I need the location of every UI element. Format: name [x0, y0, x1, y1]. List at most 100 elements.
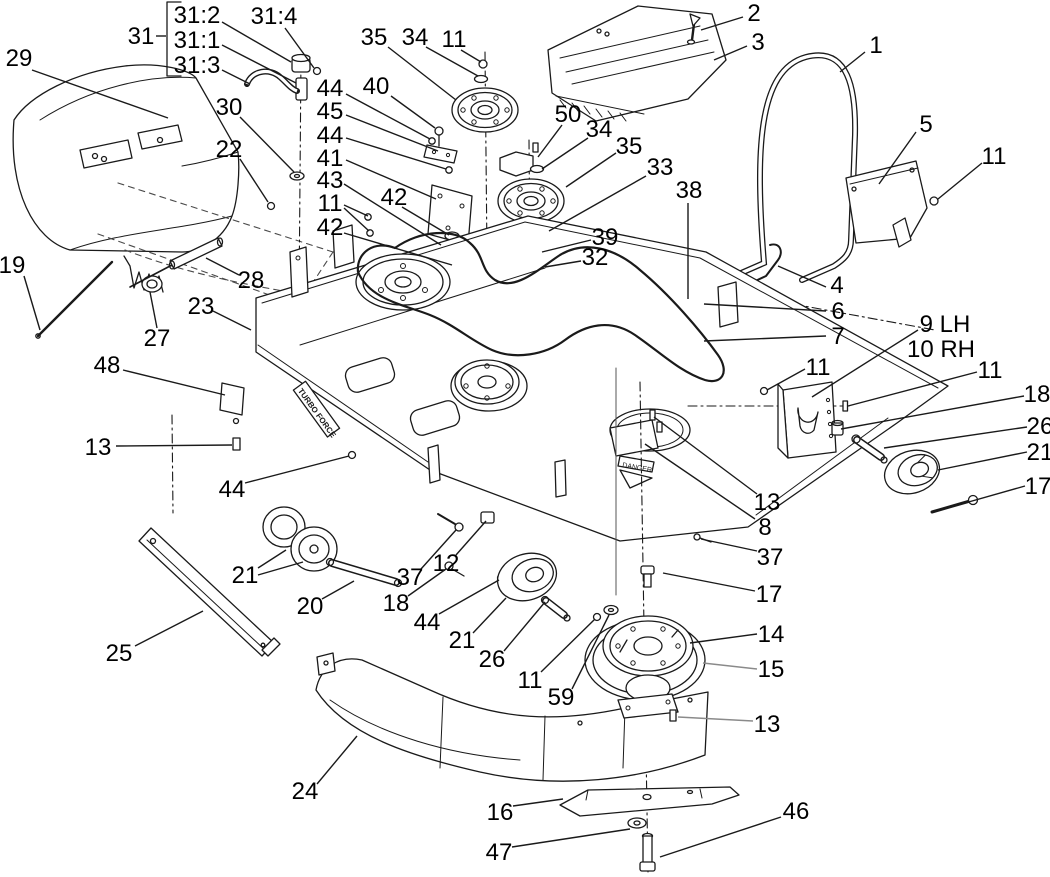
- callout-label-31-2: 31:2: [174, 2, 221, 29]
- bolt-37-center: [455, 523, 463, 531]
- leader-line-37: [701, 539, 757, 551]
- leader-line-34: [426, 47, 478, 76]
- damper-rod-28-drawing: [130, 238, 223, 287]
- leader-line-12: [456, 521, 486, 555]
- callout-label-25: 25: [106, 640, 133, 667]
- leader-line-19: [24, 276, 40, 330]
- callout-label-7: 7: [831, 323, 844, 350]
- leader-line-6: [704, 304, 826, 311]
- frame-handle-1-drawing: [669, 55, 939, 348]
- callout-label-31-3: 31:3: [174, 52, 221, 79]
- callout-label-2: 2: [747, 0, 760, 27]
- leader-line-40: [391, 96, 435, 128]
- leader-line-24: [317, 736, 357, 784]
- callout-label-17: 17: [1025, 473, 1050, 500]
- callout-label-17: 17: [756, 581, 783, 608]
- leader-line-37: [421, 530, 456, 569]
- callout-label-21: 21: [1027, 439, 1050, 466]
- leader-line-30: [240, 117, 294, 172]
- leader-line-29: [32, 70, 168, 118]
- callout-label-47: 47: [486, 839, 513, 866]
- callout-label-24: 24: [292, 778, 319, 805]
- center-caster-assembly-drawing: [438, 512, 618, 621]
- leader-line-42: [402, 207, 449, 235]
- callout-label-59: 59: [548, 684, 575, 711]
- spacer-12: [481, 512, 494, 523]
- washer-30: [290, 172, 304, 180]
- callout-label-30: 30: [216, 94, 243, 121]
- callout-label-1: 1: [869, 32, 882, 59]
- callout-label-35: 35: [361, 24, 388, 51]
- callout-label-35: 35: [616, 133, 643, 160]
- leader-line-1: [840, 52, 865, 72]
- leader-line-21: [258, 550, 286, 568]
- callout-label-11: 11: [806, 354, 831, 381]
- leader-line-2: [701, 17, 743, 30]
- belt-cover-3-drawing: [548, 6, 726, 121]
- leader-line-17: [958, 486, 1025, 505]
- callout-label-29: 29: [6, 45, 33, 72]
- callout-label-11: 11: [518, 667, 543, 694]
- leader-line-13: [678, 717, 753, 721]
- leader-line-18: [408, 569, 446, 596]
- leader-line-8: [645, 444, 755, 519]
- callout-label-37: 37: [397, 564, 424, 591]
- axle-26-right: [852, 435, 887, 463]
- axle-bolt-17-right: [932, 496, 978, 513]
- spacer-18-right: [832, 421, 843, 436]
- leader-line-4: [778, 266, 826, 287]
- leader-line-31-3: [222, 70, 250, 84]
- callout-label-8: 8: [758, 514, 771, 541]
- leader-line-11: [938, 163, 982, 199]
- bolt-50-mount: [533, 143, 538, 152]
- caster-wheel-21-right: [879, 443, 945, 500]
- idler-pulley-35-mid: [498, 179, 564, 223]
- leader-line-23: [213, 311, 251, 330]
- leader-line-31-4: [285, 28, 314, 68]
- right-caster-assembly-drawing: [688, 382, 978, 512]
- callout-label-31: 31: [128, 23, 155, 50]
- callout-label-34: 34: [402, 24, 429, 51]
- group-31-bracket: [167, 2, 181, 76]
- leader-line-21: [258, 562, 303, 575]
- callout-label-15: 15: [758, 656, 785, 683]
- callout-label-12: 12: [433, 550, 460, 577]
- callout-label-33: 33: [647, 154, 674, 181]
- leader-line-11: [344, 205, 368, 216]
- leader-line-9-LH: [812, 330, 918, 397]
- callout-label-13: 13: [754, 711, 781, 738]
- blade-bolt-46: [640, 834, 655, 872]
- callout-label-21: 21: [449, 627, 476, 654]
- bolt-18-center: [445, 562, 453, 570]
- callout-label-42: 42: [317, 214, 344, 241]
- callout-label-44: 44: [219, 476, 246, 503]
- callout-label-50: 50: [555, 101, 582, 128]
- leader-line-11: [541, 619, 595, 672]
- leader-line-35: [566, 153, 616, 187]
- idler-pulley-stack-drawing: [452, 52, 564, 290]
- callout-label-14: 14: [758, 621, 785, 648]
- bracket-50: [500, 152, 533, 176]
- spindle-pulley-14: [603, 616, 693, 676]
- callout-label-9-LH: 9 LH: [920, 311, 971, 338]
- bolt-40: [435, 127, 443, 135]
- bolt-44-left: [349, 452, 356, 459]
- callout-label-11: 11: [442, 26, 467, 53]
- bolt-13-deck-b: [657, 422, 662, 432]
- leader-line-35: [388, 47, 456, 100]
- bolt-13-bottom: [670, 710, 676, 721]
- nut-11-arm-b: [367, 230, 373, 236]
- leader-line-15: [703, 663, 757, 669]
- leader-line-21: [938, 452, 1027, 470]
- blade-16: [560, 787, 739, 816]
- roller-shaft-20: [327, 559, 402, 587]
- washer-59: [604, 606, 618, 615]
- callout-label-11: 11: [982, 143, 1007, 170]
- washer-34-mid: [531, 166, 544, 173]
- nut-11-center: [594, 614, 601, 621]
- callout-label-34: 34: [586, 116, 613, 143]
- leader-line-22: [240, 159, 268, 202]
- discharge-chute-24-drawing: [316, 653, 708, 781]
- spindle-bolt-17-top: [641, 566, 654, 587]
- leader-line-48: [123, 370, 225, 395]
